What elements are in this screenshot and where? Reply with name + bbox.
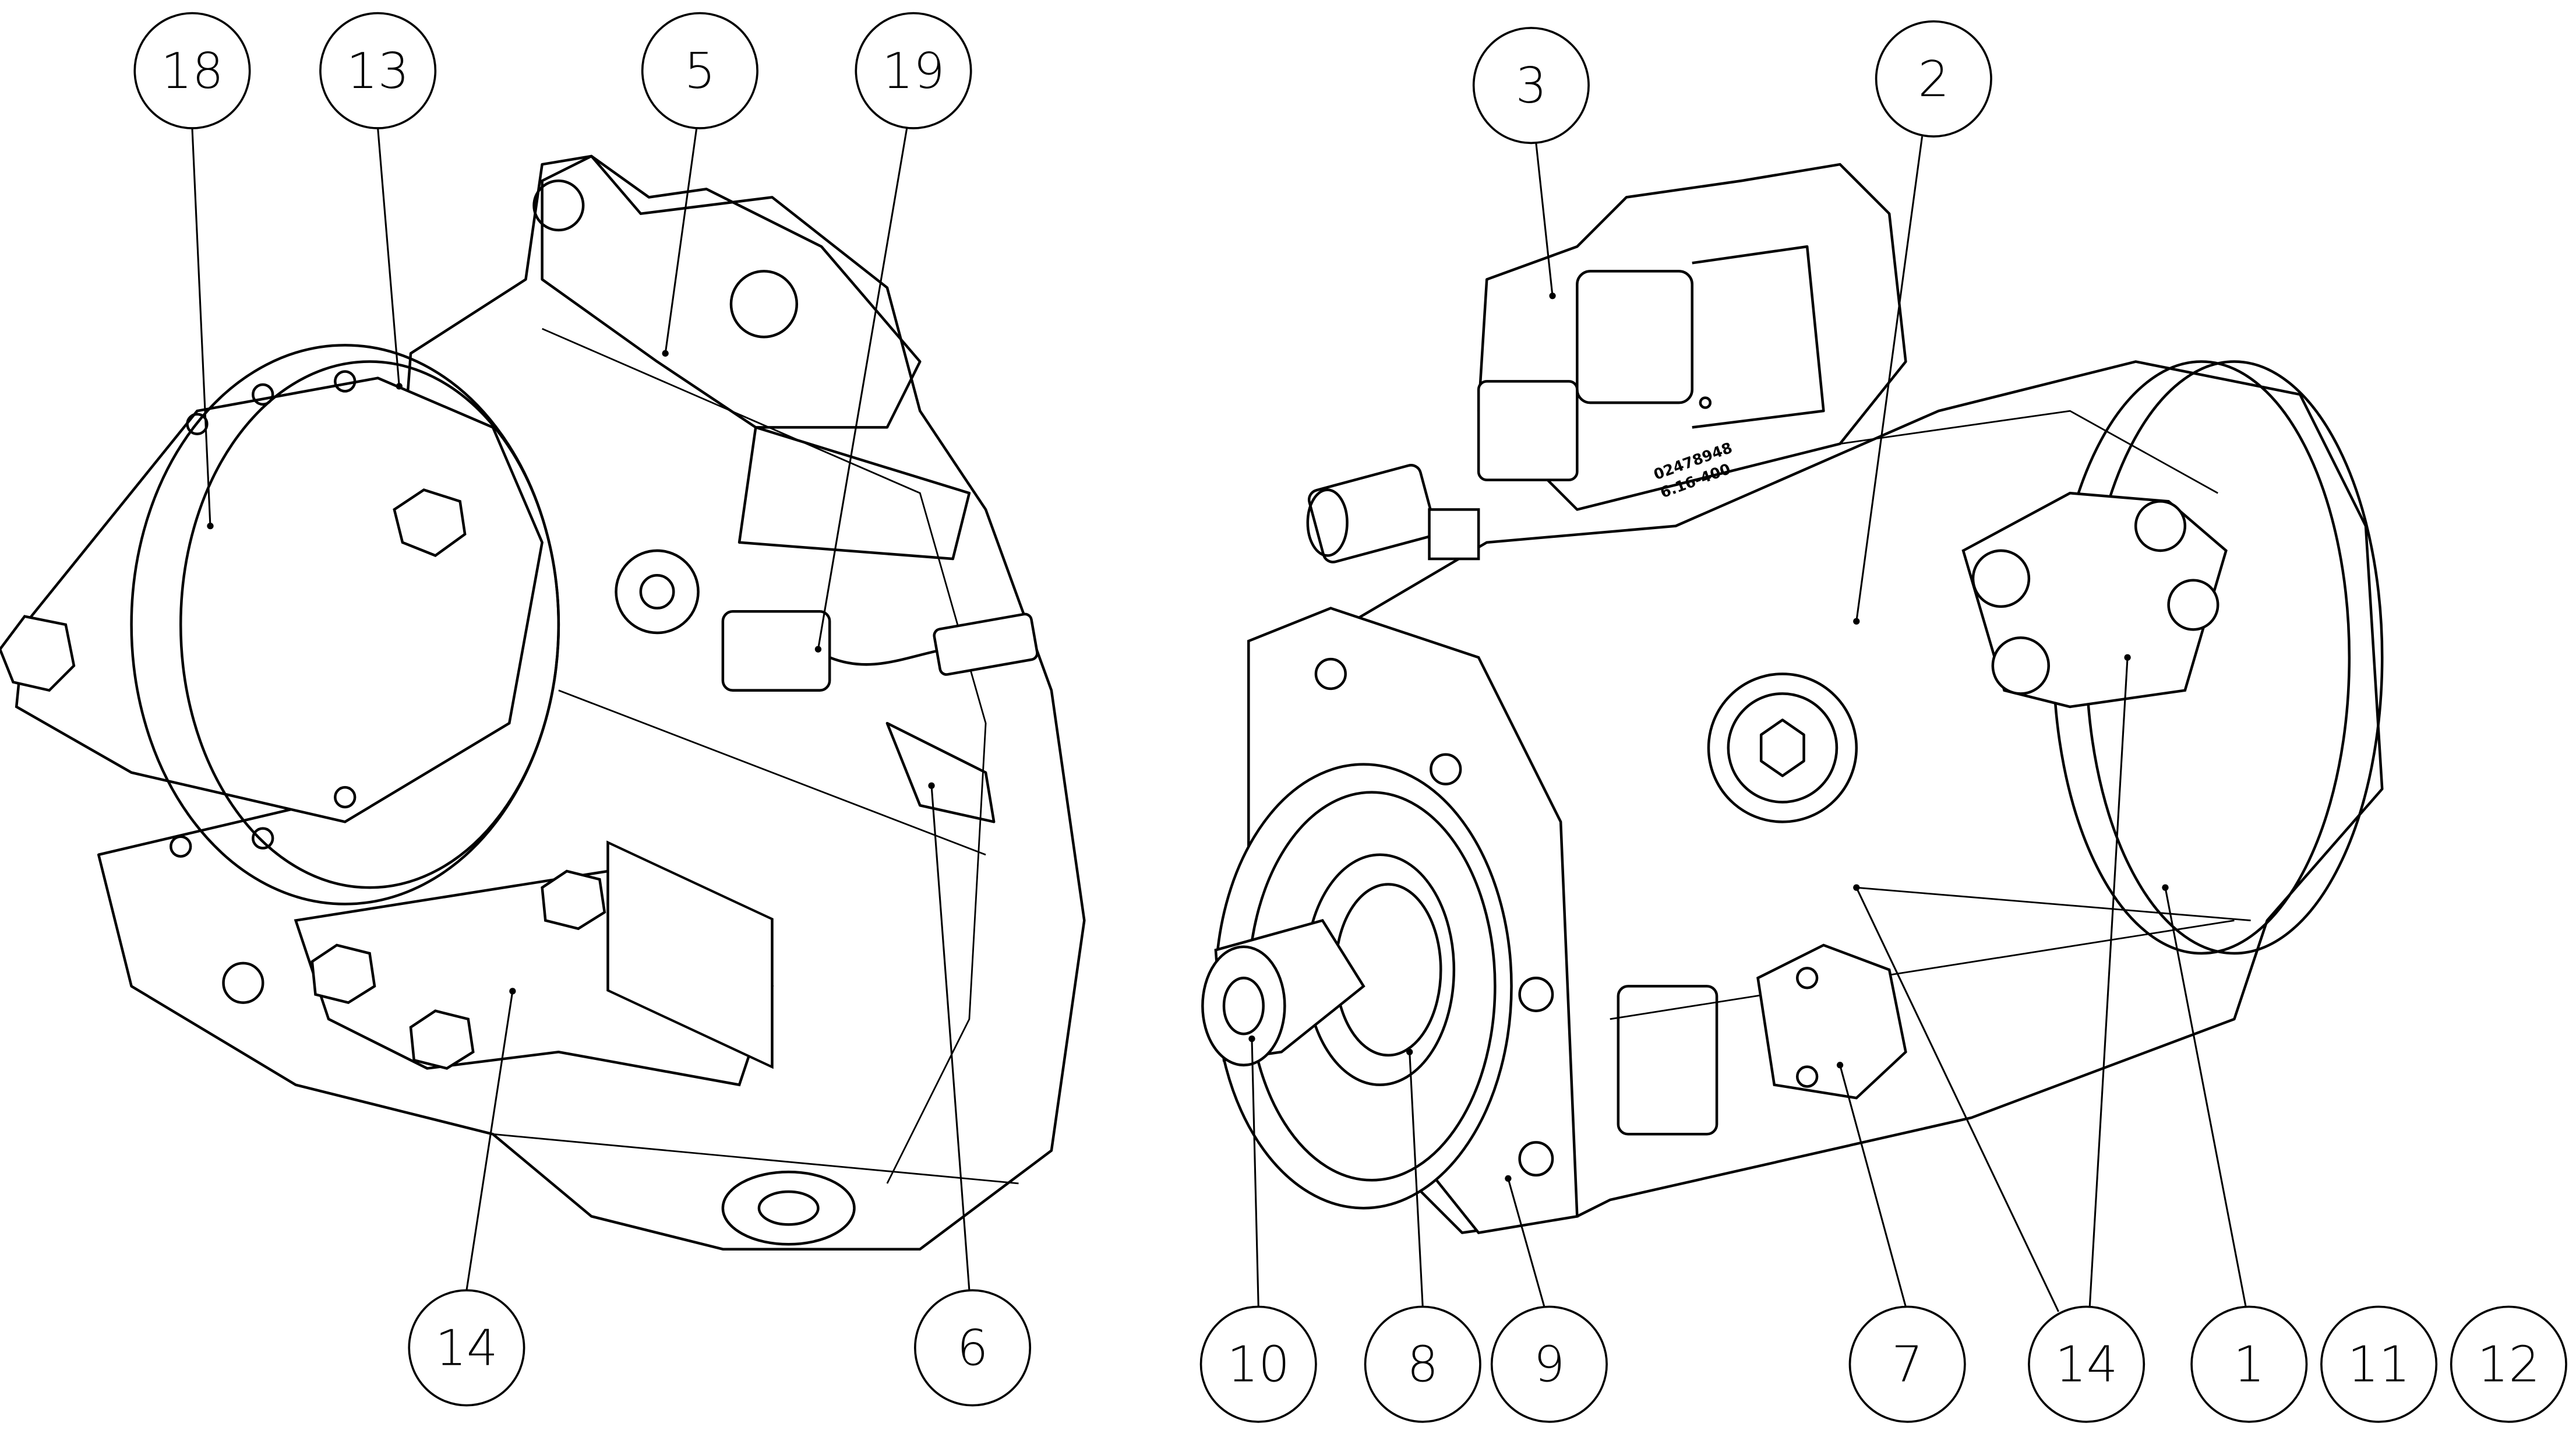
right-pump-drawing: 02478948 6.16-400 [1201,163,2384,1234]
callout-6: 6 [913,1289,1032,1407]
callout-label: 12 [2478,1336,2540,1393]
callout-label: 18 [161,42,224,100]
callout-label: 8 [1407,1336,1438,1393]
callout-label: 19 [882,42,945,100]
callout-13: 13 [319,12,437,129]
callout-10: 10 [1199,1305,1317,1423]
callout-label: 14 [2055,1336,2118,1393]
callout-label: 9 [1533,1336,1565,1393]
callout-label: 1 [2233,1336,2265,1393]
callout-14-left: 14 [408,1289,525,1407]
callout-11: 11 [2320,1305,2438,1423]
callout-label: 3 [1515,57,1547,114]
callout-label: 11 [2348,1336,2411,1393]
callout-8: 8 [1364,1305,1481,1423]
callout-19: 19 [855,12,972,129]
callout-14-right: 14 [2028,1305,2146,1423]
callout-label: 10 [1227,1336,1290,1393]
callout-5: 5 [641,12,758,129]
callout-9: 9 [1490,1305,1608,1423]
callout-2: 2 [1875,20,1992,138]
callout-12: 12 [2450,1305,2567,1423]
callout-label: 5 [684,42,715,100]
left-pump-drawing [0,154,1086,1251]
callout-label: 13 [347,42,410,100]
leader-lines [191,128,2247,1312]
callout-label: 14 [435,1319,498,1376]
callout-label: 7 [1892,1336,1923,1393]
callout-7: 7 [1848,1305,1966,1423]
callout-3: 3 [1472,27,1590,145]
callout-1: 1 [2190,1305,2308,1423]
callout-label: 6 [957,1319,989,1376]
callout-18: 18 [133,12,251,129]
callout-label: 2 [1918,50,1949,108]
